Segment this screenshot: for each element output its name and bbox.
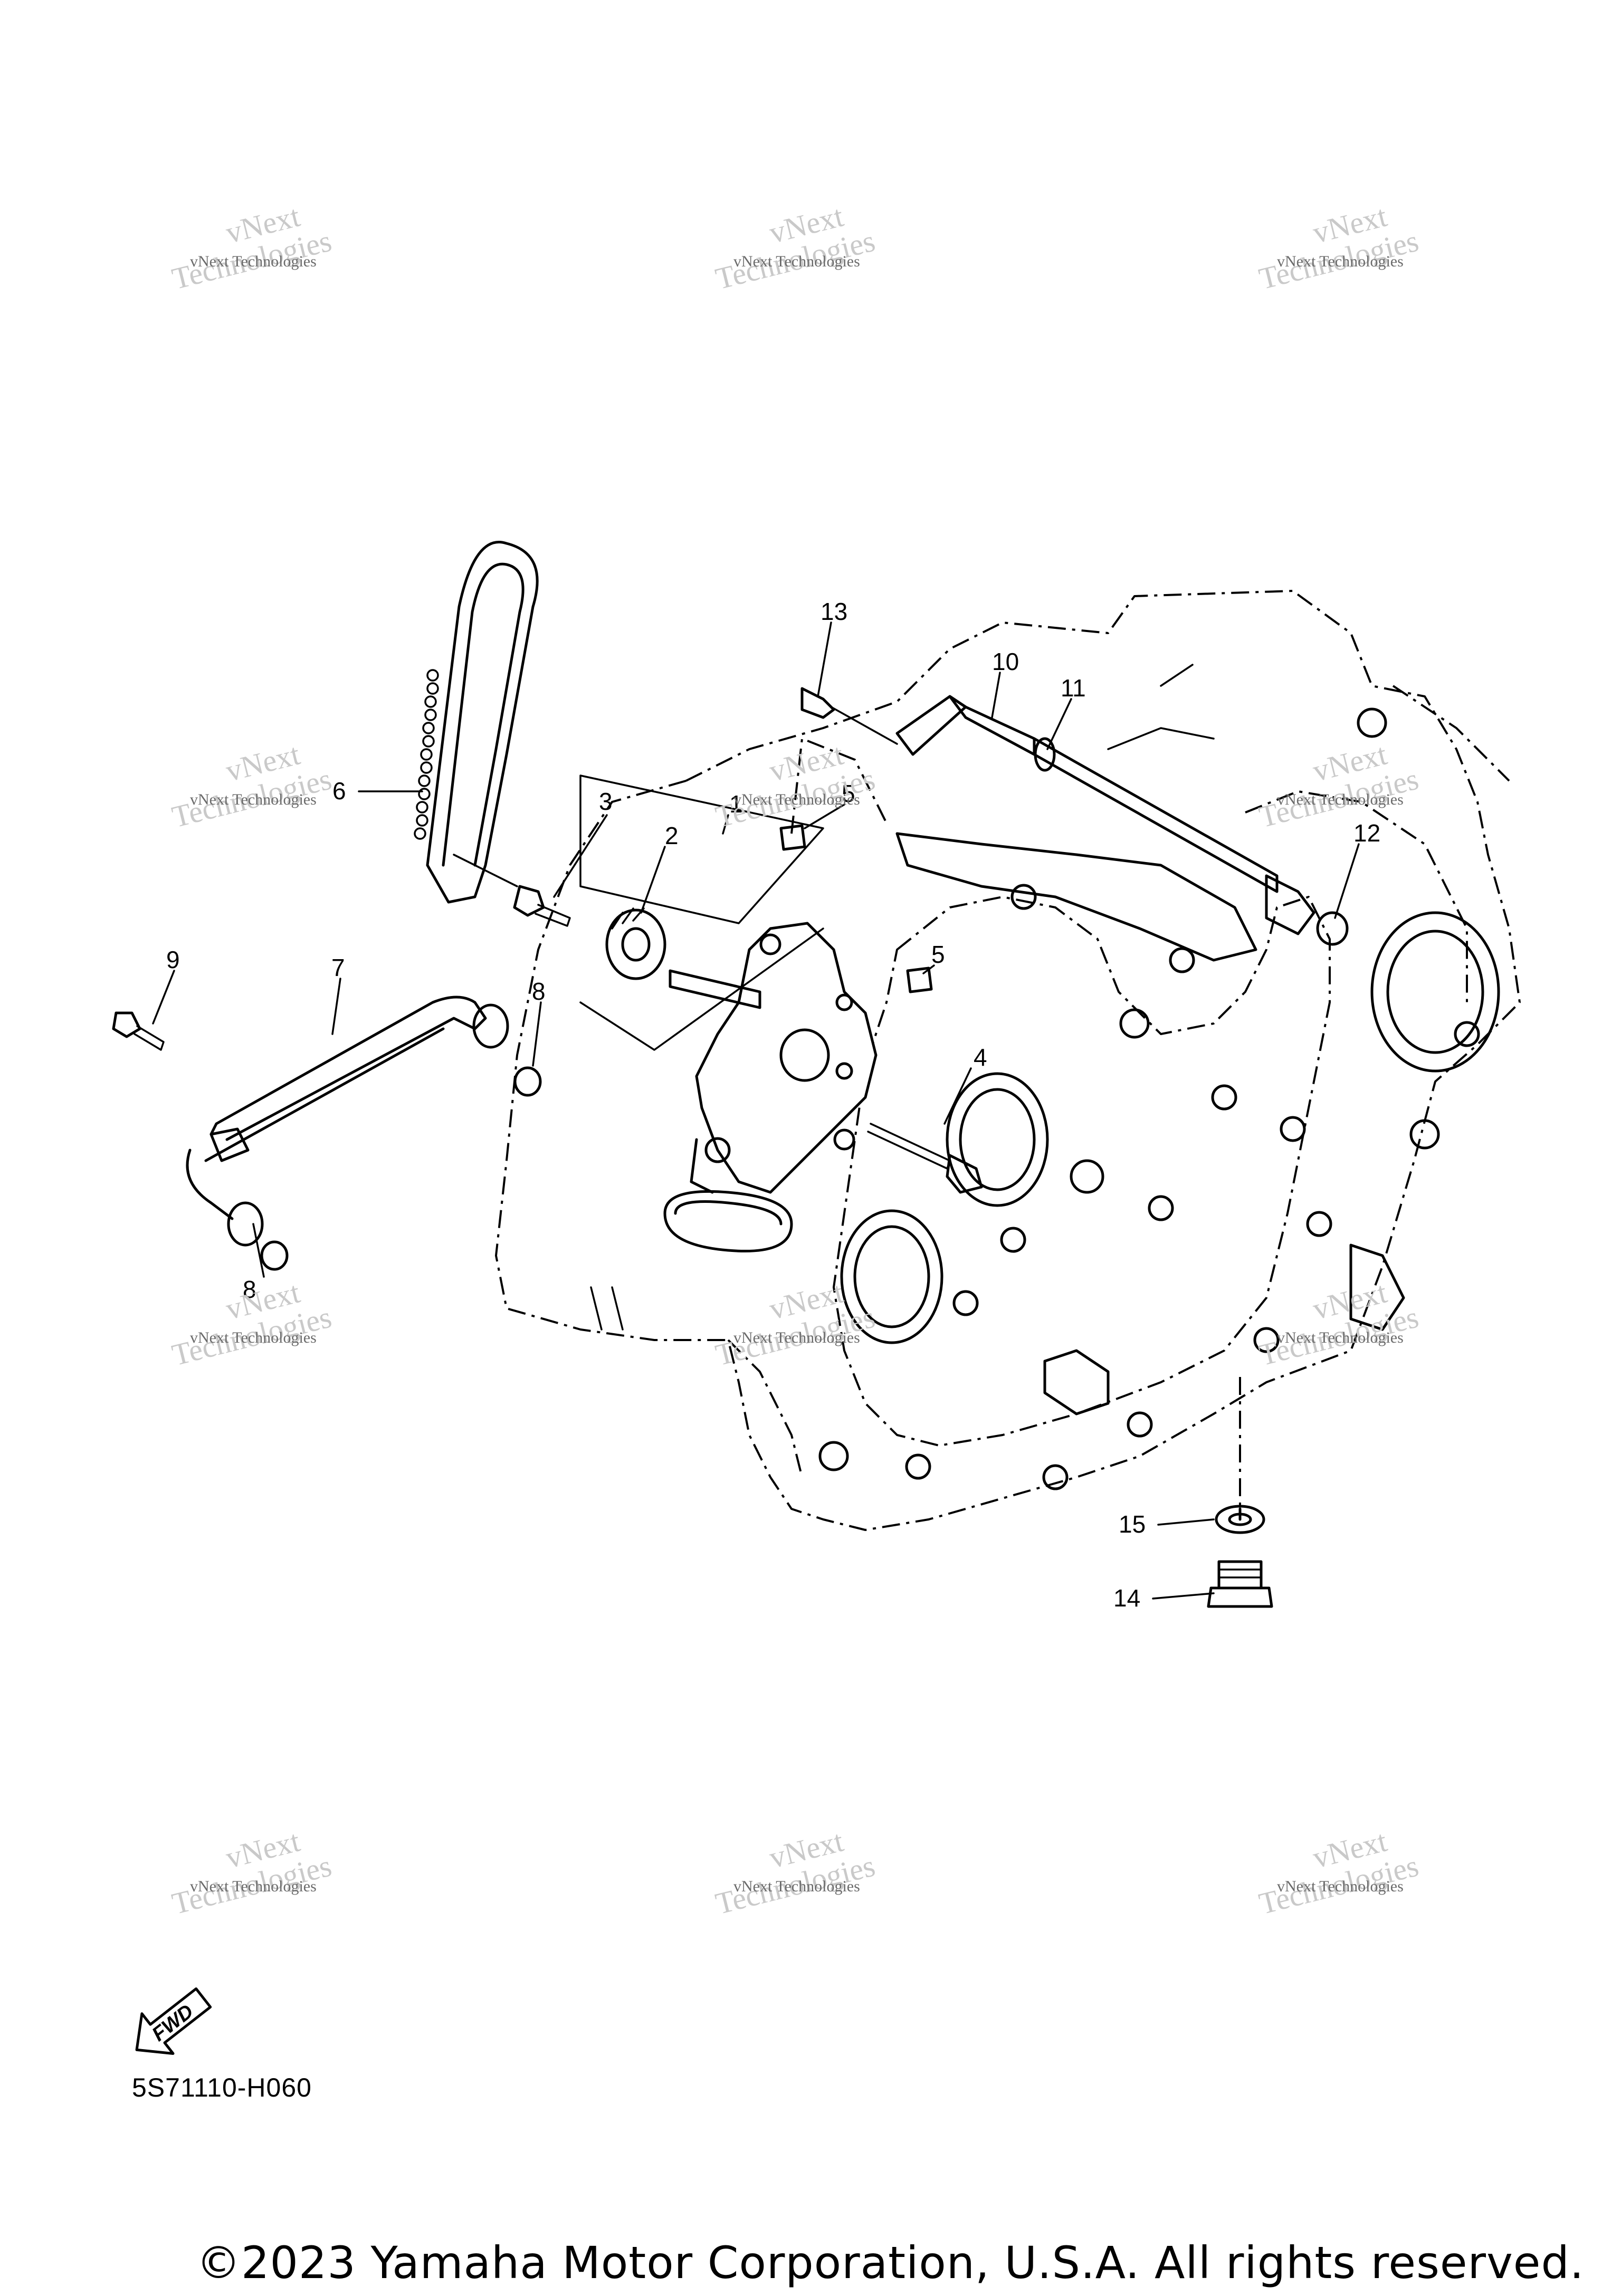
drawing-code: 5S71110-H060 (132, 2073, 312, 2102)
callout-3: 3 (599, 788, 613, 815)
svg-text:vNext Technologies: vNext Technologies (190, 1878, 317, 1895)
crankcase-outline (495, 590, 1521, 1531)
watermark: vNext Technologies vNext Technologies (712, 199, 879, 296)
callout-1: 1 (729, 790, 743, 818)
callout-labels: 1 2 3 4 5 5 6 7 8 8 9 10 11 12 13 14 15 (166, 598, 1380, 1612)
watermark: vNext Technologies vNext Technologies (169, 199, 335, 296)
watermark: vNext Technologies vNext Technologies (712, 1275, 879, 1373)
chain-links (414, 669, 439, 840)
oil-pump (663, 922, 878, 1252)
callout-5a: 5 (842, 780, 855, 807)
watermark: vNext Technologies vNext Technologies (1256, 737, 1422, 835)
callout-6: 6 (332, 777, 346, 805)
svg-text:vNext Technologies: vNext Technologies (733, 253, 860, 270)
callout-8a: 8 (532, 978, 546, 1005)
cam-chain (414, 541, 539, 904)
svg-text:vNext Technologies: vNext Technologies (1277, 1329, 1404, 1346)
fwd-arrow-icon: FWD (135, 1987, 212, 2055)
callout-9: 9 (166, 946, 180, 973)
callout-2: 2 (665, 822, 679, 849)
watermark: vNext Technologies vNext Technologies (712, 1824, 879, 1921)
svg-text:vNext Technologies: vNext Technologies (190, 253, 317, 270)
crankcase-details (590, 664, 1500, 1490)
callout-15: 15 (1119, 1510, 1146, 1538)
callout-8b: 8 (243, 1276, 256, 1303)
svg-text:vNext Technologies: vNext Technologies (733, 791, 860, 808)
svg-text:vNext Technologies: vNext Technologies (733, 1329, 860, 1346)
dowel-pins (779, 824, 933, 993)
callout-11: 11 (1061, 674, 1086, 702)
drain-plug-assembly (1207, 1377, 1273, 1608)
callout-7: 7 (331, 954, 345, 981)
svg-text:vNext Technologies: vNext Technologies (190, 791, 317, 808)
watermark: vNext Technologies vNext Technologies (169, 1824, 335, 1921)
copyright-notice: ©2023 Yamaha Motor Corporation, U.S.A. A… (196, 2237, 1585, 2289)
callout-5b: 5 (931, 941, 945, 968)
svg-text:vNext Technologies: vNext Technologies (1277, 1878, 1404, 1895)
callout-14: 14 (1113, 1584, 1140, 1612)
svg-text:vNext Technologies: vNext Technologies (190, 1329, 317, 1346)
watermark: vNext Technologies vNext Technologies (1256, 199, 1422, 296)
pump-bolt (867, 1123, 983, 1194)
callout-4: 4 (974, 1044, 987, 1071)
callout-12: 12 (1353, 819, 1380, 847)
watermark: vNext Technologies vNext Technologies (169, 737, 335, 835)
svg-text:vNext Technologies: vNext Technologies (1277, 253, 1404, 270)
oil-rod-assembly (800, 687, 1349, 946)
svg-text:vNext Technologies: vNext Technologies (733, 1878, 860, 1895)
callout-13: 13 (821, 598, 847, 625)
callout-10: 10 (992, 648, 1019, 675)
oil-pipe (112, 996, 542, 1271)
watermark: vNext Technologies vNext Technologies (1256, 1824, 1422, 1921)
leader-lines (152, 621, 1360, 1600)
svg-text:vNext Technologies: vNext Technologies (1277, 791, 1404, 808)
